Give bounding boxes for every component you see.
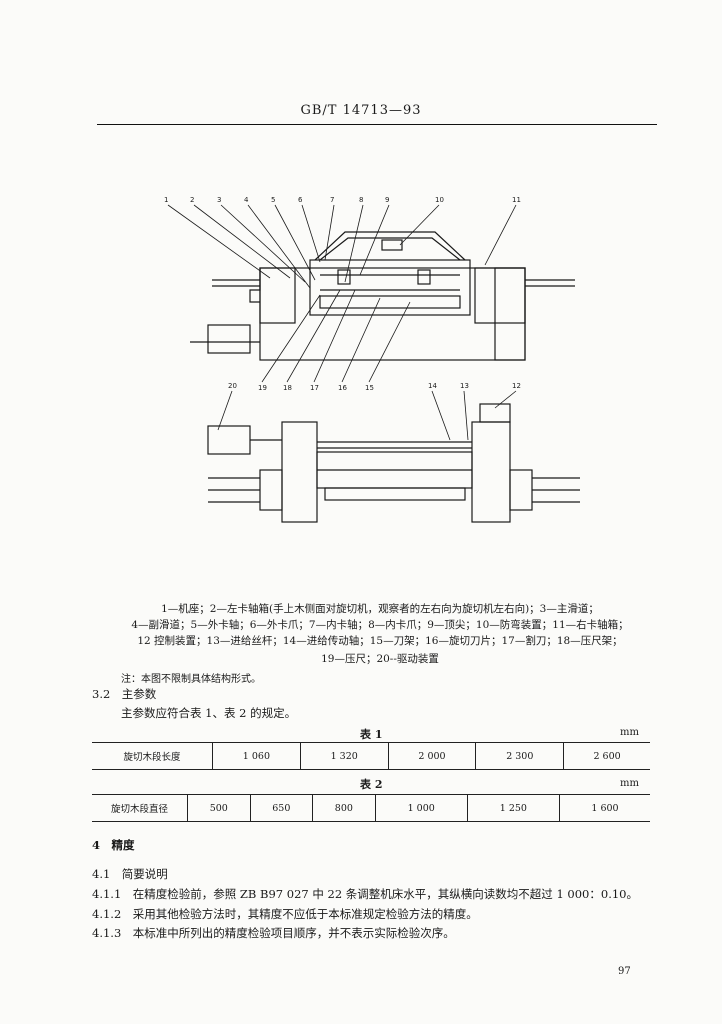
- table2: 旋切木段直径 500 650 800 1 000 1 250 1 600: [92, 794, 650, 822]
- caption-line-1: 1—机座；2—左卡轴箱(手上木侧面对旋切机，观察者的左右向为旋切机左右向)；3—…: [161, 603, 599, 615]
- section-3-2-text: 主参数应符合表 1、表 2 的规定。: [121, 706, 297, 720]
- section-4-1-1: 4.1.1 在精度检验前，参照 ZB B97 027 中 22 条调整机床水平，…: [92, 887, 638, 901]
- label-2: 2: [190, 196, 194, 204]
- label-14: 14: [428, 382, 437, 390]
- label-4: 4: [244, 196, 249, 204]
- table1-label: 旋切木段长度: [92, 742, 213, 770]
- table1-unit: mm: [620, 727, 639, 738]
- figure-note: 注：本图不限制具体结构形式。: [121, 674, 261, 685]
- table2-cell: 1 250: [466, 794, 560, 822]
- label-17: 17: [310, 384, 319, 392]
- table1-cell: 2 300: [475, 742, 565, 770]
- label-16: 16: [338, 384, 347, 392]
- table2-cell: 1 600: [558, 794, 650, 822]
- page-number: 97: [618, 966, 631, 977]
- table2-unit: mm: [620, 778, 639, 789]
- caption-line-2: 4—副滑道；5—外卡轴；6—外卡爪；7—内卡轴；8—内卡爪；9—顶尖；10—防弯…: [131, 619, 629, 631]
- table2-title: 表 2: [360, 778, 383, 791]
- table1-title: 表 1: [360, 728, 383, 741]
- label-19: 19: [258, 384, 267, 392]
- caption-line-4: 19—压尺；20--驱动装置: [321, 653, 439, 665]
- table2-cell: 1 000: [374, 794, 468, 822]
- table1-cell: 1 320: [299, 742, 389, 770]
- label-9: 9: [385, 196, 389, 204]
- label-12: 12: [512, 382, 521, 390]
- label-10: 10: [435, 196, 444, 204]
- section-4-1-3: 4.1.3 本标准中所列出的精度检验项目顺序，并不表示实际检验次序。: [92, 926, 455, 940]
- label-20: 20: [228, 382, 237, 390]
- table1: 旋切木段长度 1 060 1 320 2 000 2 300 2 600: [92, 742, 650, 770]
- table2-cell: 500: [187, 794, 251, 822]
- label-5: 5: [271, 196, 275, 204]
- table1-cell: 2 000: [387, 742, 477, 770]
- table1-cell: 2 600: [563, 742, 650, 770]
- table2-cell: 800: [312, 794, 376, 822]
- table-row: 旋切木段长度 1 060 1 320 2 000 2 300 2 600: [92, 742, 650, 770]
- table2-cell: 650: [249, 794, 314, 822]
- machine-drawing: 1 2 3 4 5 6 7 8 9 10 11 19 18 17 16 15 2…: [164, 196, 580, 523]
- table2-label: 旋切木段直径: [92, 794, 188, 822]
- table1-cell: 1 060: [212, 742, 301, 770]
- section-4-title: 4 精度: [92, 838, 135, 852]
- caption-line-3: 12 控制装置；13—进给丝杆；14—进给传动轴；15—刀架；16—旋切刀片；1…: [137, 635, 623, 647]
- section-3-2-title: 3.2 主参数: [92, 687, 157, 701]
- header-rule: [97, 124, 657, 125]
- label-11: 11: [512, 196, 521, 204]
- label-8: 8: [359, 196, 363, 204]
- label-18: 18: [283, 384, 292, 392]
- label-13: 13: [460, 382, 469, 390]
- label-1: 1: [164, 196, 168, 204]
- table-row: 旋切木段直径 500 650 800 1 000 1 250 1 600: [92, 794, 650, 822]
- label-6: 6: [298, 196, 303, 204]
- standard-number: GB/T 14713—93: [300, 103, 422, 118]
- label-15: 15: [365, 384, 374, 392]
- section-4-1: 4.1 简要说明: [92, 867, 168, 881]
- section-4-1-2: 4.1.2 采用其他检验方法时，其精度不应低于本标准规定检验方法的精度。: [92, 907, 478, 921]
- label-3: 3: [217, 196, 221, 204]
- label-7: 7: [330, 196, 334, 204]
